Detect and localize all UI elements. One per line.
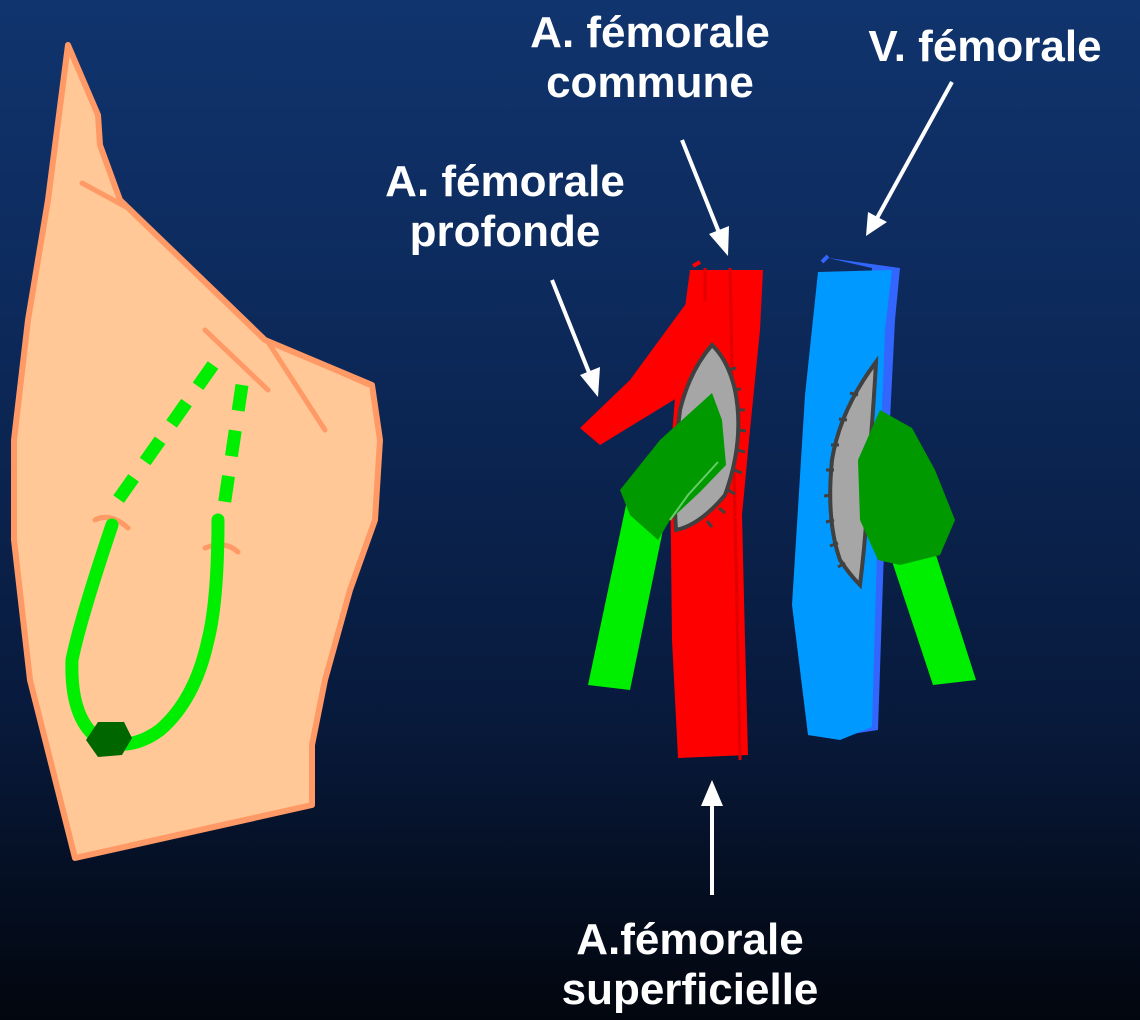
label-deep-femoral-artery: A. fémorale profonde — [330, 157, 680, 257]
arrow-superficial-femoral — [701, 780, 723, 895]
label-superficial-femoral-artery-line1: A.fémorale — [500, 915, 880, 965]
label-deep-femoral-artery-line2: profonde — [330, 207, 680, 257]
arrow-femoral-vein — [866, 82, 952, 236]
arrow-deep-femoral — [552, 280, 600, 397]
label-deep-femoral-artery-line1: A. fémorale — [330, 157, 680, 207]
label-superficial-femoral-artery-line2: superficielle — [500, 965, 880, 1015]
label-superficial-femoral-artery: A.fémorale superficielle — [500, 915, 880, 1015]
label-common-femoral-artery: A. fémorale commune — [470, 8, 830, 108]
graft-hood-vein-side — [858, 410, 955, 565]
thigh-illustration — [14, 45, 380, 858]
vessel-illustration — [580, 256, 976, 760]
label-common-femoral-artery-line2: commune — [470, 58, 830, 108]
femoral-vein-tip — [822, 256, 828, 262]
label-femoral-vein-line1: V. fémorale — [830, 22, 1140, 72]
arrow-common-femoral — [682, 140, 729, 256]
thigh-skin — [14, 45, 380, 858]
label-femoral-vein: V. fémorale — [830, 22, 1140, 72]
label-common-femoral-artery-line1: A. fémorale — [470, 8, 830, 58]
artery-tip — [693, 262, 700, 266]
